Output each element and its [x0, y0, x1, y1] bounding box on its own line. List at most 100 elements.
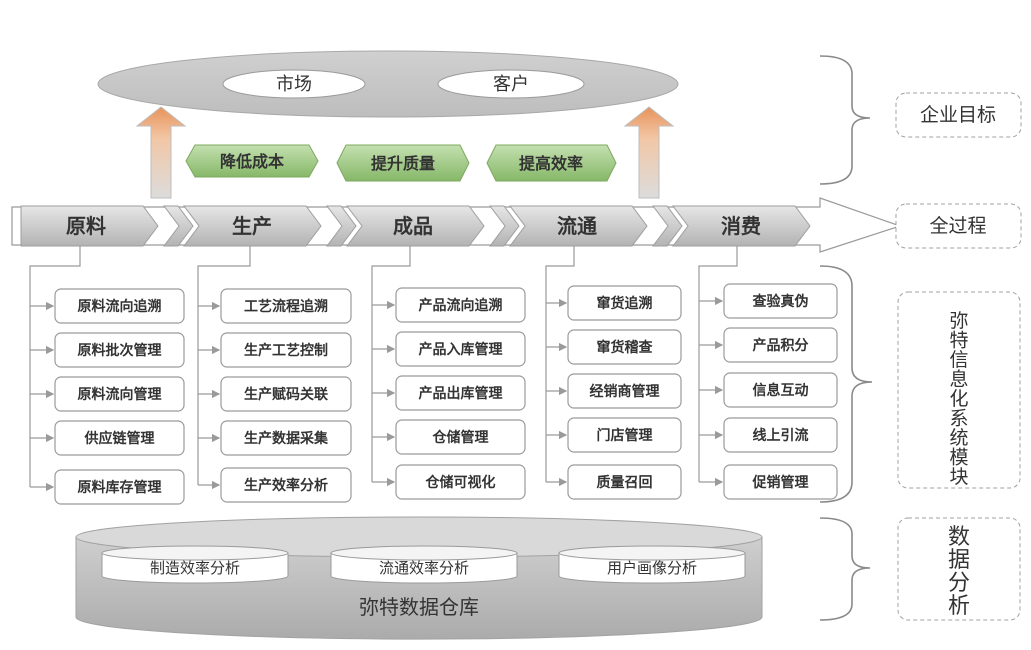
- module-box: [54, 420, 185, 456]
- module-box: [723, 464, 838, 500]
- module-box: [54, 288, 185, 324]
- vertical-label-glyph: 信: [949, 349, 968, 371]
- stage-circulation: 流通: [509, 205, 683, 247]
- vertical-label-glyph: 块: [949, 466, 968, 488]
- module-box: [567, 417, 682, 453]
- vertical-label-glyph: 据: [948, 548, 970, 573]
- goal-ellipse: [97, 50, 679, 118]
- module-box: [723, 372, 838, 408]
- vertical-label-glyph: 息: [949, 369, 968, 391]
- stage-label: 生产: [232, 214, 272, 238]
- module-box: [54, 376, 185, 412]
- module-item-label: 促销管理: [752, 474, 809, 491]
- benefit-label: 提高效率: [519, 154, 583, 173]
- vertical-label-glyph: 统: [949, 427, 968, 449]
- module-item-label: 质量召回: [597, 474, 653, 491]
- warehouse-item-label: 用户画像分析: [607, 559, 697, 577]
- stage-raw-material: 原料: [20, 205, 194, 247]
- module-item-label: 门店管理: [597, 427, 653, 444]
- stage-consumption: 消费: [672, 205, 811, 247]
- module-item-label: 生产效率分析: [244, 477, 328, 494]
- stage-label: 流通: [557, 214, 597, 238]
- label-box-goal: [895, 92, 1022, 138]
- module-item-label: 产品流向追溯: [419, 297, 503, 314]
- module-box: [54, 469, 185, 505]
- benefit-label: 提升质量: [371, 154, 435, 173]
- module-box: [220, 376, 352, 412]
- module-box: [723, 327, 838, 363]
- goal-item-label: 市场: [276, 74, 312, 95]
- module-box: [723, 283, 838, 319]
- benefit-improve-quality: 提升质量: [336, 144, 470, 182]
- module-item-label: 窜货追溯: [597, 295, 653, 312]
- module-box: [567, 285, 682, 321]
- module-box: [567, 464, 682, 500]
- brace-goal: [819, 55, 871, 185]
- goal-item-label: 客户: [493, 74, 529, 95]
- module-box: [220, 288, 352, 324]
- module-connector: [545, 246, 575, 482]
- module-box: [567, 373, 682, 409]
- module-item-label: 原料批次管理: [78, 342, 162, 359]
- goal-label: 企业目标: [920, 104, 996, 126]
- up-arrow-left: [135, 106, 187, 199]
- stage-production: 生产: [183, 205, 357, 247]
- module-connector: [371, 246, 411, 482]
- stage-label: 原料: [66, 214, 106, 238]
- module-box: [220, 332, 352, 368]
- module-item-label: 工艺流程追溯: [244, 298, 328, 315]
- module-item-label: 生产赋码关联: [244, 386, 329, 403]
- warehouse-item-label: 制造效率分析: [150, 559, 240, 577]
- module-connector: [698, 246, 738, 482]
- goal-item-market: 市场: [222, 69, 366, 99]
- module-item-label: 仓储可视化: [425, 474, 496, 491]
- module-item-label: 信息互动: [753, 382, 809, 399]
- module-item-label: 产品积分: [753, 337, 809, 354]
- module-item-label: 仓储管理: [432, 429, 489, 446]
- module-item-label: 经销商管理: [590, 383, 660, 400]
- benefit-reduce-cost: 降低成本: [185, 144, 319, 178]
- warehouse-item-manufacturing: 制造效率分析: [101, 545, 289, 584]
- vertical-label-glyph: 系: [949, 408, 968, 430]
- brace-data: [819, 517, 871, 621]
- module-box: [220, 420, 352, 456]
- module-box: [395, 331, 526, 367]
- module-item-label: 产品入库管理: [419, 341, 503, 358]
- module-item-label: 线上引流: [753, 427, 809, 444]
- benefit-improve-efficiency: 提高效率: [486, 144, 617, 182]
- warehouse-item-label: 流通效率分析: [379, 559, 469, 577]
- module-connector: [197, 246, 251, 485]
- module-box: [220, 467, 352, 503]
- warehouse-title: 弥特数据仓库: [359, 595, 479, 619]
- module-item-label: 原料流向管理: [78, 386, 162, 403]
- module-item-label: 查验真伪: [753, 293, 809, 310]
- stage-label: 成品: [393, 214, 433, 238]
- module-item-label: 原料库存管理: [78, 479, 162, 496]
- module-box: [723, 417, 838, 453]
- label-box-data: [897, 517, 1021, 621]
- module-item-label: 产品出库管理: [419, 385, 503, 402]
- goal-item-customer: 客户: [437, 69, 585, 99]
- module-box: [395, 419, 526, 455]
- vertical-label-glyph: 模: [949, 447, 968, 469]
- module-item-label: 供应链管理: [84, 430, 155, 447]
- module-connector: [29, 246, 81, 487]
- up-arrow-right: [623, 106, 675, 199]
- module-box: [54, 332, 185, 368]
- vertical-label-glyph: 析: [948, 594, 970, 619]
- module-item-label: 生产数据采集: [244, 430, 329, 447]
- stage-label: 消费: [721, 214, 761, 238]
- module-item-label: 窜货稽查: [597, 339, 654, 356]
- process-label: 全过程: [929, 215, 986, 237]
- brace-modules: [819, 265, 873, 503]
- module-box: [395, 287, 526, 323]
- vertical-label-glyph: 特: [949, 330, 968, 352]
